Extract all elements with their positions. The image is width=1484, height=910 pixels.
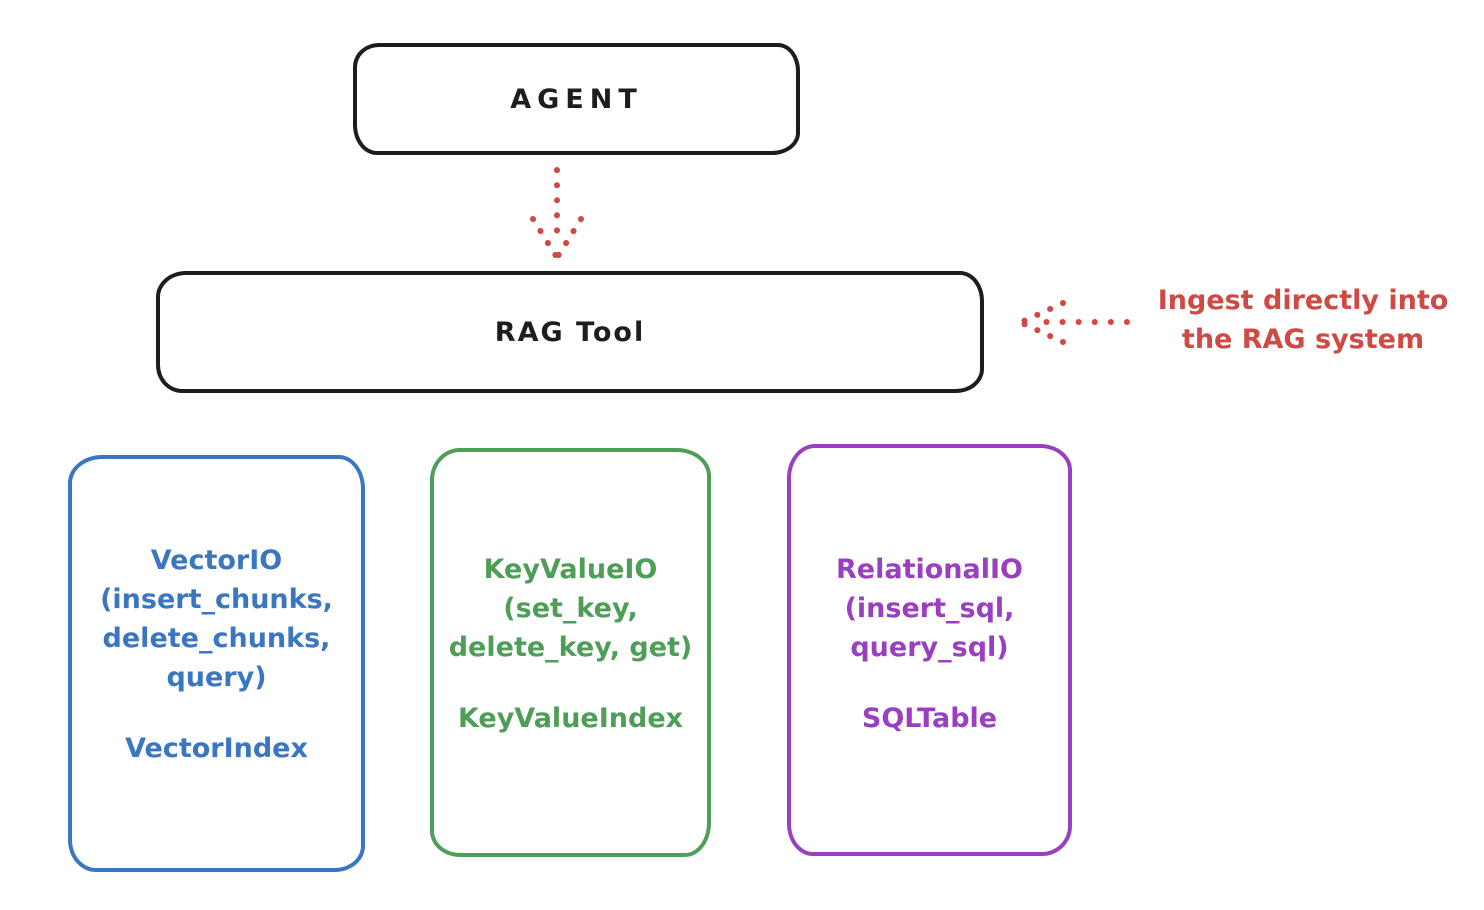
rag-tool-box: RAG Tool [156, 271, 984, 393]
relational-io-line: RelationalIO [836, 554, 1023, 585]
relational-io-box: RelationalIO (insert_sql, query_sql) SQL… [787, 444, 1072, 856]
vector-io-line: VectorIO [150, 545, 283, 576]
sql-table-label: SQLTable [861, 703, 998, 734]
vector-io-line: query) [166, 662, 267, 693]
ingest-annotation-line1: Ingest directly into [1157, 285, 1449, 316]
vector-io-box: VectorIO (insert_chunks, delete_chunks, … [68, 455, 365, 872]
keyvalue-io-line: delete_key, get) [448, 632, 693, 663]
vector-io-line: delete_chunks, [102, 623, 331, 654]
keyvalue-io-line: KeyValueIO [483, 554, 658, 585]
relational-io-line: query_sql) [850, 632, 1009, 663]
ingest-annotation: Ingest directly into the RAG system [1133, 281, 1473, 359]
ingest-annotation-line2: the RAG system [1181, 324, 1425, 355]
ingest-annotation-arrow-icon [1021, 300, 1130, 345]
keyvalue-io-box: KeyValueIO (set_key, delete_key, get) Ke… [430, 448, 711, 857]
agent-box: AGENT [353, 43, 800, 155]
agent-label: AGENT [510, 83, 643, 115]
rag-tool-label: RAG Tool [494, 316, 646, 348]
vector-io-line: (insert_chunks, [100, 584, 333, 615]
agent-to-ragtool-arrow-icon [530, 167, 584, 259]
keyvalue-index-label: KeyValueIndex [457, 703, 684, 734]
vector-index-label: VectorIndex [125, 733, 308, 764]
relational-io-line: (insert_sql, [844, 593, 1015, 624]
keyvalue-io-line: (set_key, [503, 593, 638, 624]
